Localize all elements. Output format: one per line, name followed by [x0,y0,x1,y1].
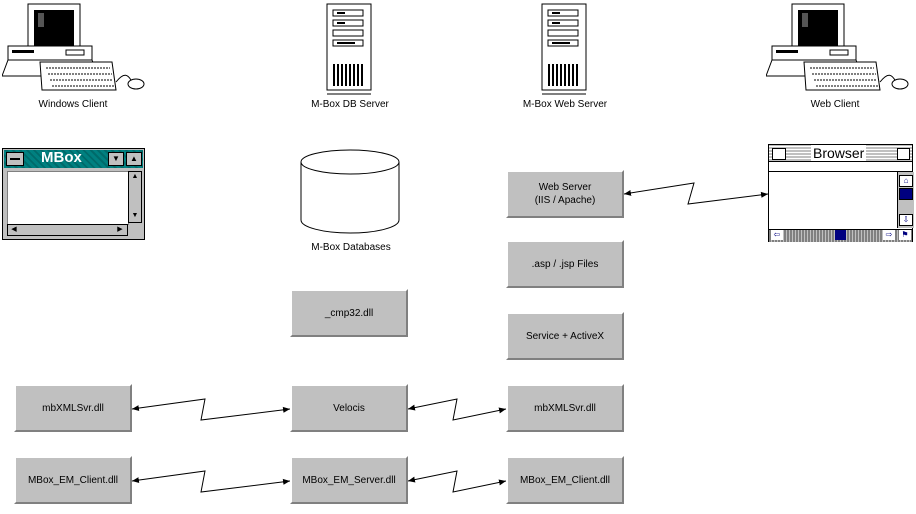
velocis-box: Velocis [290,384,408,432]
flag-icon: ⚑ [899,230,911,240]
horizontal-scrollbar [7,224,128,236]
vertical-scrollbar [128,171,142,223]
em-client-dll-right-box: MBox_EM_Client.dll [506,456,624,504]
home-button-icon [835,230,846,240]
desktop-computer-icon [2,3,145,91]
web-server-box: Web Server (IIS / Apache) [506,170,624,218]
desktop-computer-icon [766,3,909,91]
scroll-up-arrow-icon: ▲ [131,173,139,180]
databases-label: M-Box Databases [311,242,391,253]
server-tower-icon [326,3,372,95]
scroll-down-arrow-icon: ▼ [131,212,139,219]
web-server-box-line2: (IIS / Apache) [534,195,596,206]
browser-window: Browser ⌂ ⇩ ⇦ ⇨ ⚑ [768,144,914,242]
link-velocis-mbxml [407,398,507,421]
mbox-client-area [7,171,129,225]
database-cylinder-icon [300,149,400,234]
browser-address-strip [769,162,912,172]
mbox-window: MBox ▼ ▲ ▲ ▼ ◀ ▶ [2,148,145,240]
server-tower-icon [541,3,587,95]
em-client-dll-left-box: MBox_EM_Client.dll [14,456,132,504]
link-webserver-browser [623,182,769,205]
link-mbxml-velocis [131,398,291,421]
web-server-box-line1: Web Server [538,182,592,193]
home-icon: ⌂ [899,175,913,187]
mbox-window-title: MBox [41,149,82,166]
list-icon [899,188,913,200]
link-emclient-emserver [131,470,291,493]
windows-client-label: Windows Client [38,99,108,110]
system-menu-icon [6,152,24,166]
web-client-label: Web Client [810,99,860,110]
forward-arrow-icon: ⇨ [883,230,895,240]
mbxmlsvr-dll-right-box: mbXMLSvr.dll [506,384,624,432]
db-server-label: M-Box DB Server [311,99,389,110]
down-arrow-icon: ⇩ [899,214,913,226]
back-arrow-icon: ⇦ [771,230,783,240]
scroll-right-arrow-icon: ▶ [117,226,123,233]
browser-content-area [770,173,896,226]
close-box-icon [897,148,910,160]
em-server-dll-box: MBox_EM_Server.dll [290,456,408,504]
browser-window-title: Browser [811,145,867,161]
service-activex-box: Service + ActiveX [506,312,624,360]
asp-jsp-files-box: .asp / .jsp Files [506,240,624,288]
system-menu-icon [772,148,786,160]
scroll-left-arrow-icon: ◀ [11,226,17,233]
minimize-icon: ▼ [108,152,124,166]
cmp32-dll-box: _cmp32.dll [290,289,408,337]
link-emserver-emclient [407,470,507,493]
mbxmlsvr-dll-left-box: mbXMLSvr.dll [14,384,132,432]
maximize-icon: ▲ [126,152,142,166]
web-server-label: M-Box Web Server [522,99,608,110]
